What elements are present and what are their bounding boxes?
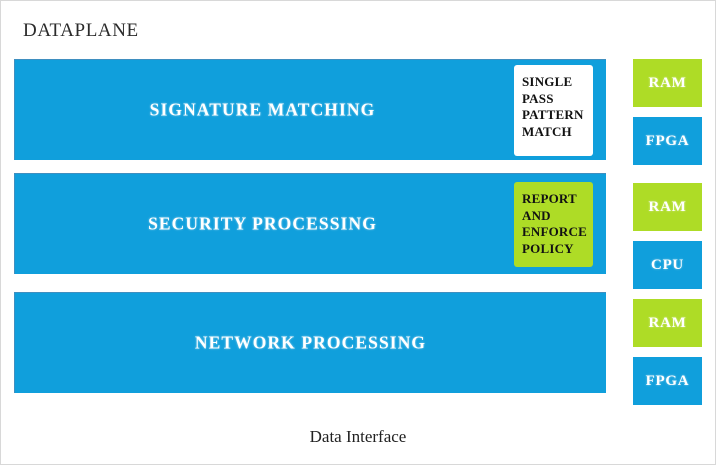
- stage-label-security-processing: SECURITY PROCESSING: [148, 213, 377, 234]
- hardware-chip-ram-2[interactable]: RAM: [633, 183, 702, 231]
- inset-line: AND: [522, 207, 551, 223]
- hardware-chip-cpu[interactable]: CPU: [633, 241, 702, 289]
- stage-bar-signature-matching[interactable]: SIGNATURE MATCHING SINGLE PASS PATTERN M…: [14, 59, 606, 160]
- chip-label: RAM: [648, 74, 687, 91]
- hardware-chip-ram-3[interactable]: RAM: [633, 299, 702, 347]
- inset-line: PATTERN: [522, 107, 584, 122]
- inset-line: POLICY: [522, 240, 574, 256]
- inset-line: MATCH: [522, 123, 572, 139]
- inset-line: ENFORCE: [522, 224, 587, 239]
- inset-line: REPORT: [522, 191, 577, 206]
- inset-line: PASS: [522, 90, 554, 106]
- chip-label: CPU: [651, 256, 684, 273]
- inset-box-single-pass-pattern-match[interactable]: SINGLE PASS PATTERN MATCH: [514, 65, 593, 156]
- stage-bar-network-processing[interactable]: NETWORK PROCESSING: [14, 292, 606, 393]
- stage-label-signature-matching: SIGNATURE MATCHING: [149, 99, 376, 120]
- hardware-chip-fpga-2[interactable]: FPGA: [633, 357, 702, 405]
- hardware-chip-fpga-1[interactable]: FPGA: [633, 117, 702, 165]
- inset-box-report-and-enforce-policy[interactable]: REPORT AND ENFORCE POLICY: [514, 182, 593, 267]
- stage-label-network-processing: NETWORK PROCESSING: [194, 332, 427, 353]
- chip-label: RAM: [648, 198, 687, 215]
- stage-bar-security-processing[interactable]: SECURITY PROCESSING REPORT AND ENFORCE P…: [14, 173, 606, 274]
- chip-label: FPGA: [645, 132, 690, 149]
- hardware-chip-ram-1[interactable]: RAM: [633, 59, 702, 107]
- data-interface-label: Data Interface: [309, 427, 407, 446]
- page-title: DATAPLANE: [23, 20, 139, 41]
- chip-label: FPGA: [645, 372, 690, 389]
- chip-label: RAM: [648, 314, 687, 331]
- inset-line: SINGLE: [522, 74, 573, 89]
